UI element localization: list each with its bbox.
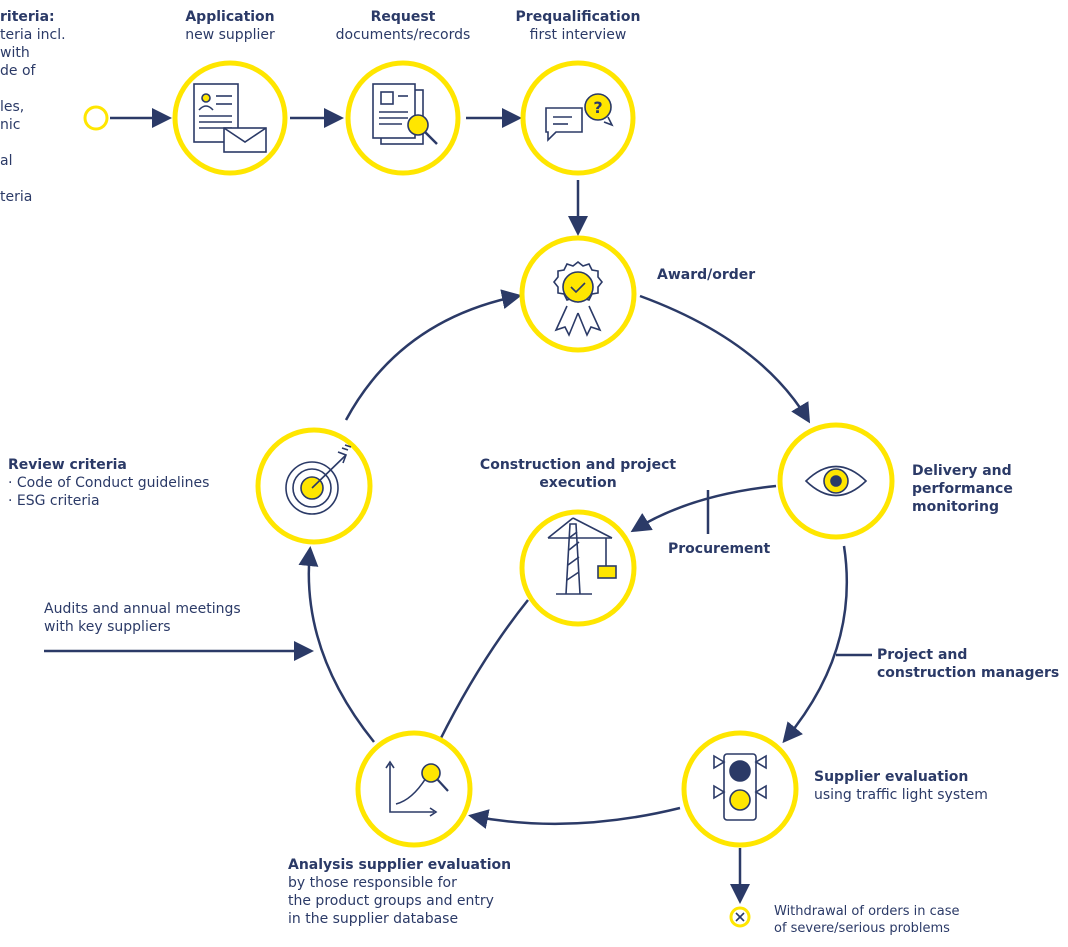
supplier-eval-sub: using traffic light system <box>814 787 988 803</box>
review-item: · ESG criteria <box>8 493 100 509</box>
audits-line: with key suppliers <box>44 619 171 635</box>
criteria-title: riteria: <box>0 9 55 25</box>
arc-analysis-review <box>298 546 375 743</box>
criteria-line: teria incl. <box>0 27 66 43</box>
application-document-icon <box>193 83 267 153</box>
application-title: Application <box>185 9 275 25</box>
withdrawal-label: Withdrawal of orders in case of severe/s… <box>774 903 960 937</box>
audits-label: Audits and annual meetings with key supp… <box>44 600 241 636</box>
application-label: Application new supplier <box>160 8 300 44</box>
criteria-line: with <box>0 45 30 61</box>
supplier-eval-label: Supplier evaluation using traffic light … <box>814 768 988 804</box>
svg-text:?: ? <box>593 98 602 117</box>
crane-icon <box>547 517 617 595</box>
delivery-line: monitoring <box>912 499 999 515</box>
withdrawal-node <box>729 906 751 928</box>
arc-award-delivery <box>639 294 811 424</box>
delivery-line: performance <box>912 481 1013 497</box>
award-label: Award/order <box>657 267 756 283</box>
award-badge-icon <box>552 260 604 337</box>
document-search-icon <box>372 83 438 145</box>
supplier-eval-title: Supplier evaluation <box>814 769 969 785</box>
prequalification-sub: first interview <box>529 27 627 43</box>
audits-line: Audits and annual meetings <box>44 601 241 617</box>
analysis-title: Analysis supplier evaluation <box>288 857 512 873</box>
arc-delivery-supplier <box>782 545 849 744</box>
analysis-line: by those responsible for <box>288 875 457 891</box>
award-node <box>519 235 637 353</box>
review-title: Review criteria <box>8 457 127 473</box>
construction-line: execution <box>539 475 617 491</box>
project-managers-label: Project and construction managers <box>877 646 1059 682</box>
request-node <box>345 60 461 176</box>
cross-icon <box>735 912 745 922</box>
arc-review-award <box>344 289 522 421</box>
arc-supplier-analysis <box>468 806 681 829</box>
withdrawal-line: Withdrawal of orders in case <box>774 904 960 919</box>
criteria-line: al <box>0 153 13 169</box>
analysis-node <box>355 730 473 848</box>
request-sub: documents/records <box>335 27 471 43</box>
prequalification-label: Prequalification first interview <box>503 8 653 44</box>
start-node <box>83 105 109 131</box>
target-arrow-icon <box>285 444 352 515</box>
criteria-line: les, <box>0 99 25 115</box>
arrow-procurement <box>630 484 777 533</box>
arc-analysis-construction <box>438 599 529 741</box>
criteria-line: teria <box>0 189 33 205</box>
delivery-node <box>777 422 895 540</box>
project-managers-line: construction managers <box>877 665 1060 681</box>
analysis-label: Analysis supplier evaluation by those re… <box>288 856 511 928</box>
chat-question-icon: ? <box>545 93 614 142</box>
criteria-line: de of <box>0 63 36 79</box>
procurement-label: Procurement <box>668 541 771 557</box>
construction-line: Construction and project <box>479 457 677 473</box>
construction-node <box>519 509 637 627</box>
application-sub: new supplier <box>185 27 275 43</box>
project-managers-line: Project and <box>877 647 968 663</box>
analysis-line: the product groups and entry <box>288 893 494 909</box>
review-label: Review criteria · Code of Conduct guidel… <box>8 456 209 510</box>
criteria-line: nic <box>0 117 21 133</box>
review-node <box>255 427 373 545</box>
withdrawal-line: of severe/serious problems <box>774 921 950 936</box>
eye-icon <box>804 465 868 497</box>
request-label: Request documents/records <box>328 8 478 44</box>
construction-label: Construction and project execution <box>456 456 700 492</box>
delivery-line: Delivery and <box>912 463 1012 479</box>
analysis-chart-icon <box>385 760 449 817</box>
prequalification-title: Prequalification <box>515 9 641 25</box>
application-node <box>172 60 288 176</box>
delivery-label: Delivery and performance monitoring <box>912 462 1013 516</box>
review-item: · Code of Conduct guidelines <box>8 475 210 491</box>
traffic-light-icon <box>713 753 767 821</box>
criteria-label: riteria: teria incl. with de of les, nic… <box>0 8 100 206</box>
analysis-line: in the supplier database <box>288 911 459 927</box>
prequalification-node: ? <box>520 60 636 176</box>
request-title: Request <box>370 9 436 25</box>
supplier-eval-node <box>681 730 799 848</box>
